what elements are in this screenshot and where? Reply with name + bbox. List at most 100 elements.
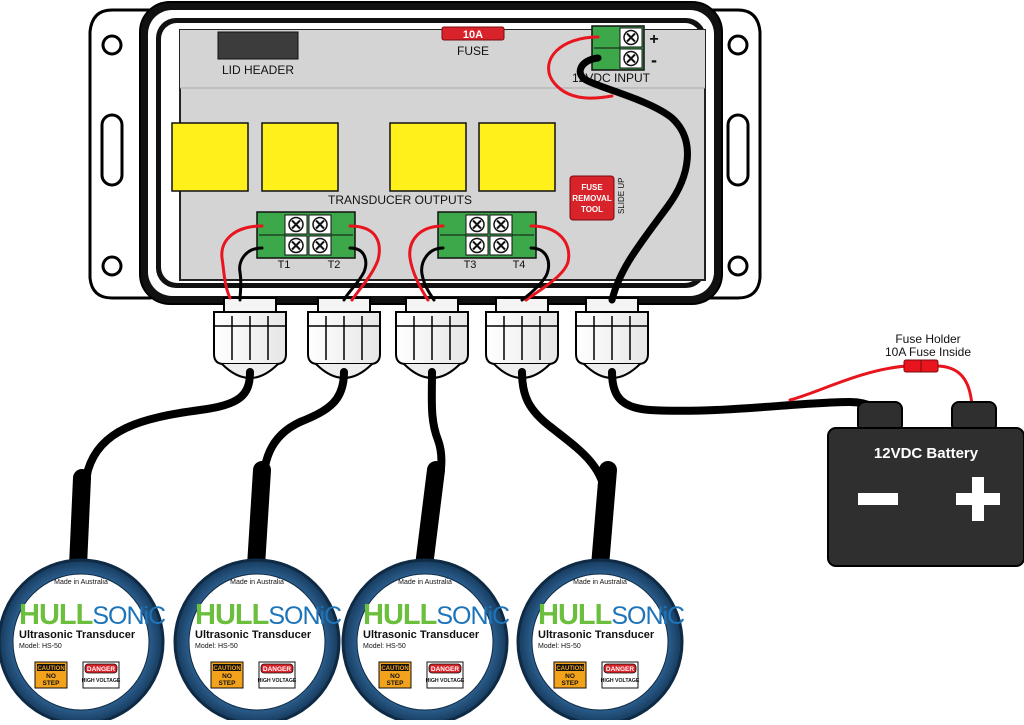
cable-gland-5 <box>575 297 649 379</box>
battery-label: 12VDC Battery <box>874 445 979 462</box>
t1-black-wire <box>238 246 264 302</box>
fuse <box>441 26 505 41</box>
input-minus: - <box>651 50 657 70</box>
t2-black-wire <box>342 246 368 302</box>
product-label: Ultrasonic Transducer <box>538 629 655 641</box>
danger-text-2: HIGH VOLTAGE <box>601 678 640 684</box>
fuse-holder-line2: 10A Fuse Inside <box>885 345 971 359</box>
caution-text-2: NO <box>46 673 56 680</box>
danger-text-2: HIGH VOLTAGE <box>82 678 121 684</box>
input-terminal <box>591 25 645 71</box>
fuse-rating: 10A <box>463 29 483 41</box>
battery-pos-red-wire-2 <box>934 364 974 408</box>
danger-text: DANGER <box>431 666 459 673</box>
fuse-holder: Fuse Holder 10A Fuse Inside <box>885 332 971 373</box>
slide-up-label: SLIDE UP <box>617 178 626 214</box>
model-label: Model: HS-50 <box>195 643 238 650</box>
cable-2 <box>258 368 348 504</box>
fuse-removal-tool <box>569 175 615 221</box>
terminal-label-t2: T2 <box>328 259 341 271</box>
made-in-label: Made in Australia <box>573 579 627 586</box>
input-plus: + <box>649 31 658 48</box>
caution-header <box>556 664 584 671</box>
lid-header <box>217 31 299 60</box>
t3-red-wire <box>408 224 445 302</box>
danger-text: DANGER <box>87 666 115 673</box>
caution-text: CAUTION <box>37 666 64 672</box>
caution-header <box>37 664 65 671</box>
brand-logo: HULLSONiC <box>19 599 166 631</box>
caution-text-3: STEP <box>219 680 237 687</box>
caution-text-2: NO <box>222 673 232 680</box>
caution-text-2: NO <box>565 673 575 680</box>
t3-black-wire <box>420 246 445 302</box>
outputs-label: TRANSDUCER OUTPUTS <box>328 193 472 207</box>
input-black-wire <box>576 54 691 304</box>
terminal-label-t3: T3 <box>464 259 477 271</box>
socket-2 <box>261 122 339 192</box>
socket-3 <box>389 122 467 192</box>
model-label: Model: HS-50 <box>363 643 406 650</box>
brand-logo: HULLSONiC <box>363 599 510 631</box>
caution-header <box>381 664 409 671</box>
enclosure: LID HEADER 10A FUSE + - 12VDC INPUT TRAN… <box>88 1 762 305</box>
fuse-holder-line1: Fuse Holder <box>895 332 960 346</box>
cable-gland-2 <box>307 297 381 379</box>
fuse-tool-line2: REMOVAL <box>572 194 612 203</box>
cable-4 <box>518 368 610 504</box>
transducer-sockets <box>171 122 556 192</box>
terminal-label-t4: T4 <box>513 259 526 271</box>
caution-text-2: NO <box>390 673 400 680</box>
caution-text: CAUTION <box>381 666 408 672</box>
terminal-label-t1: T1 <box>278 259 291 271</box>
t4-red-wire <box>524 224 571 302</box>
product-label: Ultrasonic Transducer <box>363 629 480 641</box>
danger-header <box>260 663 294 674</box>
fuse-label: FUSE <box>457 44 489 58</box>
lid-header-label: LID HEADER <box>222 63 294 77</box>
cable-1 <box>80 368 254 514</box>
cable-gland-3 <box>395 297 469 379</box>
cable-gland-4 <box>485 297 559 379</box>
socket-4 <box>478 122 556 192</box>
made-in-label: Made in Australia <box>54 579 108 586</box>
product-label: Ultrasonic Transducer <box>195 629 312 641</box>
fuse-tool-line1: FUSE <box>581 183 603 192</box>
battery-neg-cable <box>608 368 880 415</box>
cable-gland-1 <box>213 297 287 379</box>
terminal-block-2 <box>437 211 537 259</box>
battery-plus-symbol-v <box>972 477 984 521</box>
made-in-label: Made in Australia <box>230 579 284 586</box>
model-label: Model: HS-50 <box>19 643 62 650</box>
t1-red-wire <box>220 224 264 300</box>
t4-black-wire <box>520 246 551 302</box>
cable-glands <box>213 297 649 379</box>
input-red-wire <box>547 35 614 100</box>
fuse-tool-line3: TOOL <box>581 205 603 214</box>
danger-text-2: HIGH VOLTAGE <box>258 678 297 684</box>
battery-pos-red-wire <box>788 364 908 402</box>
model-label: Model: HS-50 <box>538 643 581 650</box>
brand-logo: HULLSONiC <box>195 599 342 631</box>
danger-header <box>84 663 118 674</box>
flange-screws <box>100 34 750 277</box>
danger-text: DANGER <box>263 666 291 673</box>
made-in-label: Made in Australia <box>398 579 452 586</box>
battery: 12VDC Battery <box>827 401 1024 567</box>
caution-text-3: STEP <box>387 680 405 687</box>
battery-body <box>827 427 1024 567</box>
socket-1 <box>171 122 249 192</box>
t2-red-wire <box>348 224 381 302</box>
danger-text-2: HIGH VOLTAGE <box>426 678 465 684</box>
terminal-block-1 <box>256 211 356 259</box>
caution-text: CAUTION <box>556 666 583 672</box>
danger-text: DANGER <box>606 666 634 673</box>
caution-text-3: STEP <box>43 680 61 687</box>
brand-logo: HULLSONiC <box>538 599 685 631</box>
